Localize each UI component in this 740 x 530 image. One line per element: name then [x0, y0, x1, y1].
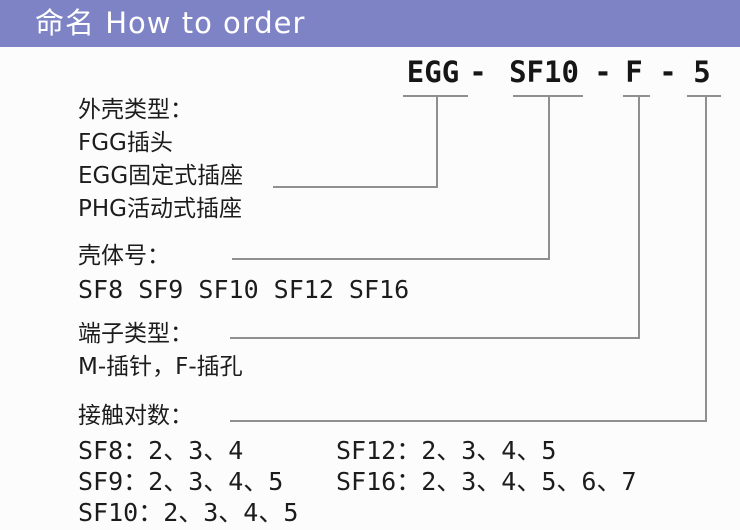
contact-pairs-cell: SF12：2、3、4、5: [336, 436, 557, 465]
contact-pairs-cell: SF10：2、3、4、5: [78, 498, 299, 527]
contact-pairs-label: 接触对数：: [78, 403, 193, 429]
code-separator: -: [469, 55, 487, 89]
connector-line-terminal-type: [638, 95, 640, 339]
code-separator: -: [594, 55, 612, 89]
connector-elbow-terminal-type: [230, 337, 640, 339]
terminal-type-label: 端子类型：: [78, 321, 193, 347]
contact-pairs-row: SF10：2、3、4、5: [78, 497, 298, 528]
underline-shell-type: [403, 95, 468, 97]
terminal-type-values: M-插针，F-插孔: [78, 354, 243, 380]
code-shell-type: EGG: [406, 55, 460, 89]
contact-pairs-row: SF9：2、3、4、5 SF16：2、3、4、5、6、7: [78, 466, 637, 497]
section-shell-size: 壳体号： SF8 SF9 SF10 SF12 SF16: [78, 240, 409, 306]
header-bar: 命名 How to order: [0, 0, 740, 47]
shell-type-label: 外壳类型：: [78, 97, 193, 123]
connector-line-shell-type: [436, 95, 438, 188]
code-separator: -: [659, 55, 677, 89]
section-terminal-type: 端子类型： M-插针，F-插孔: [78, 318, 243, 384]
section-shell-type: 外壳类型： FGG插头 EGG固定式插座 PHG活动式插座: [78, 94, 243, 226]
section-contact-pairs: 接触对数： SF8：2、3、4 SF12：2、3、4、5 SF9：2、3、4、5…: [78, 400, 637, 528]
shell-type-item: PHG活动式插座: [78, 196, 242, 222]
page-title: 命名 How to order: [35, 6, 306, 40]
connector-elbow-shell-size: [232, 258, 550, 260]
contact-pairs-cell: SF16：2、3、4、5、6、7: [336, 467, 637, 496]
code-shell-size: SF10: [509, 55, 579, 89]
shell-type-item: EGG固定式插座: [78, 163, 244, 189]
shell-size-label: 壳体号：: [78, 243, 170, 269]
contact-pairs-cell: SF8：2、3、4: [78, 436, 244, 465]
contact-pairs-cell: SF9：2、3、4、5: [78, 467, 284, 496]
connector-line-shell-size: [548, 95, 550, 260]
connector-elbow-contact-count: [230, 420, 707, 422]
underline-contact-count: [687, 95, 721, 97]
code-contact-count: 5: [693, 55, 711, 89]
contact-pairs-row: SF8：2、3、4 SF12：2、3、4、5: [78, 435, 556, 466]
underline-terminal-type: [623, 95, 650, 97]
code-terminal-type: F: [625, 55, 643, 89]
shell-size-values: SF8 SF9 SF10 SF12 SF16: [78, 275, 410, 304]
connector-elbow-shell-type: [273, 186, 438, 188]
connector-line-contact-count: [705, 95, 707, 422]
shell-type-item: FGG插头: [78, 130, 173, 156]
